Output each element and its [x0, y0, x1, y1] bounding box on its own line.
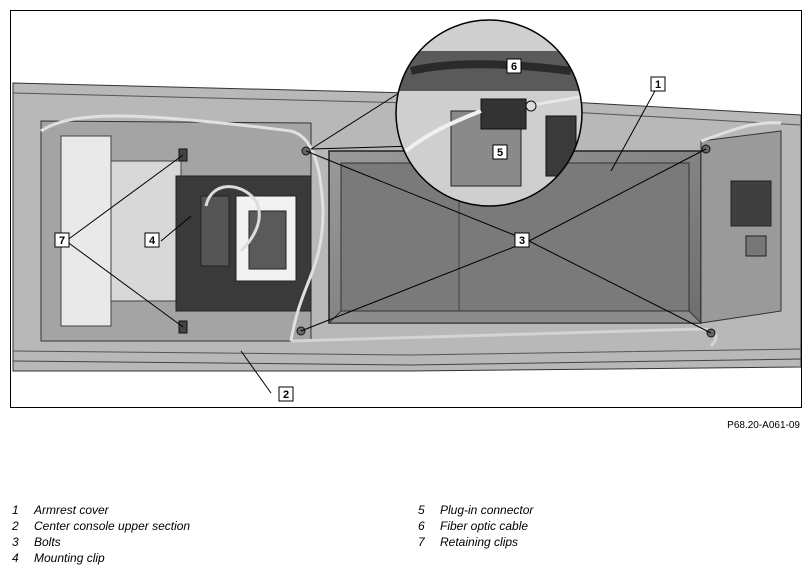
svg-text:3: 3 — [519, 235, 525, 247]
callout-label-6: 6 — [506, 58, 522, 74]
legend-item: 6 Fiber optic cable — [418, 518, 533, 534]
legend-number: 1 — [12, 503, 19, 517]
legend-text: Mounting clip — [34, 551, 105, 565]
callout-label-4: 4 — [144, 232, 160, 248]
legend-number: 7 — [418, 535, 425, 549]
legend-text: Fiber optic cable — [440, 519, 529, 533]
legend-number: 3 — [12, 535, 19, 549]
legend-item: 7 Retaining clips — [418, 534, 533, 550]
diagram-frame: 1 2 3 4 5 6 7 — [10, 10, 802, 408]
callout-label-7: 7 — [54, 232, 70, 248]
legend-item: 1 Armrest cover — [12, 502, 190, 518]
right-end-assembly — [700, 130, 782, 324]
legend-right-column: 5 Plug-in connector 6 Fiber optic cable … — [418, 502, 533, 550]
callout-label-2: 2 — [278, 386, 294, 402]
svg-text:2: 2 — [283, 389, 289, 401]
callout-label-1: 1 — [650, 76, 666, 92]
callout-label-3: 3 — [514, 232, 530, 248]
legend-item: 3 Bolts — [12, 534, 190, 550]
detail-inset — [396, 20, 582, 206]
legend-item: 4 Mounting clip — [12, 550, 190, 566]
console-illustration: 1 2 3 4 5 6 7 — [12, 19, 801, 402]
legend-text: Armrest cover — [34, 503, 109, 517]
svg-text:5: 5 — [497, 147, 503, 159]
svg-text:7: 7 — [59, 235, 65, 247]
svg-text:4: 4 — [149, 235, 156, 247]
legend-number: 6 — [418, 519, 425, 533]
legend-number: 4 — [12, 551, 19, 565]
legend-text: Retaining clips — [440, 535, 519, 549]
legend-left-column: 1 Armrest cover 2 Center console upper s… — [12, 502, 190, 566]
svg-text:6: 6 — [511, 61, 517, 73]
legend-number: 2 — [12, 519, 19, 533]
legend-number: 5 — [418, 503, 425, 517]
legend-text: Bolts — [34, 535, 61, 549]
legend-item: 5 Plug-in connector — [418, 502, 533, 518]
legend-text: Plug-in connector — [440, 503, 534, 517]
legend-item: 2 Center console upper section — [12, 518, 190, 534]
legend-text: Center console upper section — [34, 519, 191, 533]
callout-label-5: 5 — [492, 144, 508, 160]
svg-text:1: 1 — [655, 79, 661, 91]
figure-reference-code: P68.20-A061-09 — [727, 420, 800, 431]
